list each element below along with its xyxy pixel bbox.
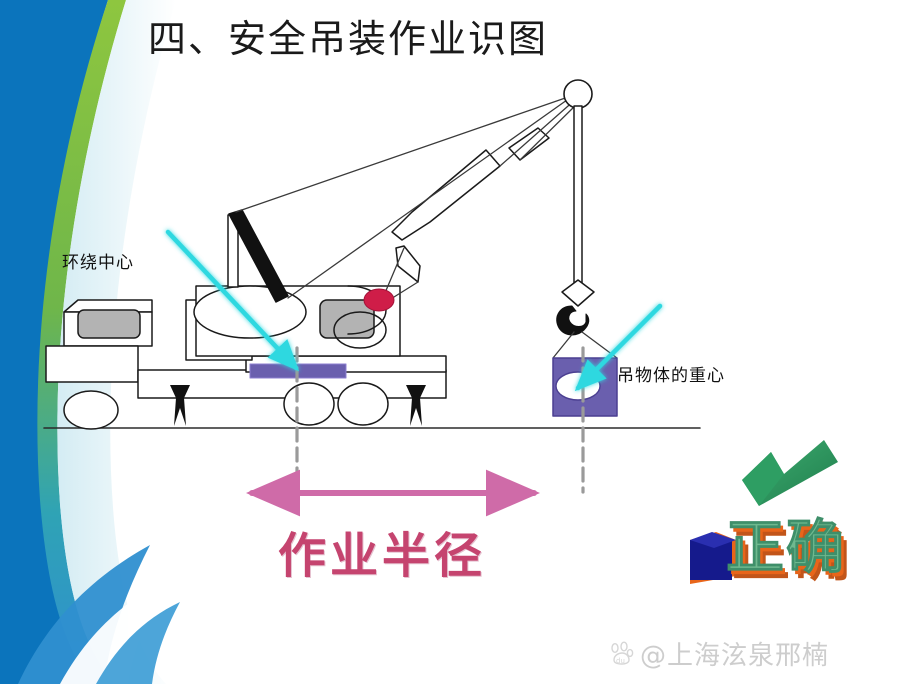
hoist-rope-assembly — [561, 105, 595, 307]
mast-head-pulley — [563, 79, 593, 109]
verdict-word-wrap: 正确 正确 正确 — [725, 500, 906, 590]
deco-crescent-outer — [18, 545, 150, 684]
deco-crescent-accent — [96, 602, 180, 684]
check-mark-icon-tail — [742, 452, 784, 506]
boom-section-mid — [395, 245, 421, 283]
verdict-word-mid: 正确 — [729, 517, 850, 585]
label-working-radius: 作业半径 — [278, 528, 487, 584]
blue-cube-icon — [690, 532, 736, 584]
house-rear-circle — [333, 311, 387, 349]
pointer-arrows — [165, 229, 663, 392]
slew-pivot-marker — [363, 288, 395, 312]
svg-text:du: du — [616, 657, 625, 665]
label-load-center-of-gravity: 吊物体的重心 — [617, 366, 725, 386]
watermark-handle: @上海泫泉邢楠 — [640, 640, 830, 671]
verdict-word-shadow: 正确 — [732, 521, 853, 589]
load-slings — [552, 331, 618, 359]
boom-section-upper — [508, 127, 550, 161]
sling-left — [552, 331, 575, 359]
outrigger-left — [170, 385, 190, 426]
boom-section-lower — [391, 149, 501, 241]
pointer-arrow-rotation-center — [165, 229, 300, 372]
cable-upper-b — [519, 102, 579, 161]
page-title: 四、安全吊装作业识图 — [148, 17, 549, 61]
verdict-word: 正确 — [725, 513, 847, 582]
pointer-arrow-load-cog — [574, 303, 663, 392]
wheel-mid — [283, 382, 335, 426]
house-drum — [193, 285, 307, 339]
deco-green-stripe — [37, 0, 126, 684]
truck-front-box — [45, 345, 139, 383]
cable-mid-long — [287, 94, 575, 299]
outrigger-right — [406, 385, 426, 426]
crane-hook — [556, 305, 590, 336]
truck-cab-window — [77, 309, 141, 339]
deco-blue-mass — [0, 0, 108, 684]
watermark: du @上海泫泉邢楠 — [608, 630, 908, 676]
wheel-rear — [337, 382, 389, 426]
hook-block-body — [561, 279, 595, 307]
baidu-paw-icon: du — [611, 641, 634, 665]
hoist-rope — [573, 105, 583, 285]
left-decoration — [0, 0, 210, 684]
wheel-front — [63, 390, 119, 430]
deco-cyan-wash — [57, 0, 177, 684]
outriggers — [170, 385, 426, 426]
boom-sections — [391, 127, 550, 283]
deco-crescent-inner — [60, 580, 166, 684]
label-rotation-center: 环绕中心 — [62, 253, 134, 273]
cable-top-long — [235, 94, 575, 213]
truck-wheels — [63, 382, 389, 430]
suspended-load — [552, 357, 618, 417]
cable-upper-a — [499, 98, 577, 167]
verdict-group — [690, 440, 838, 584]
